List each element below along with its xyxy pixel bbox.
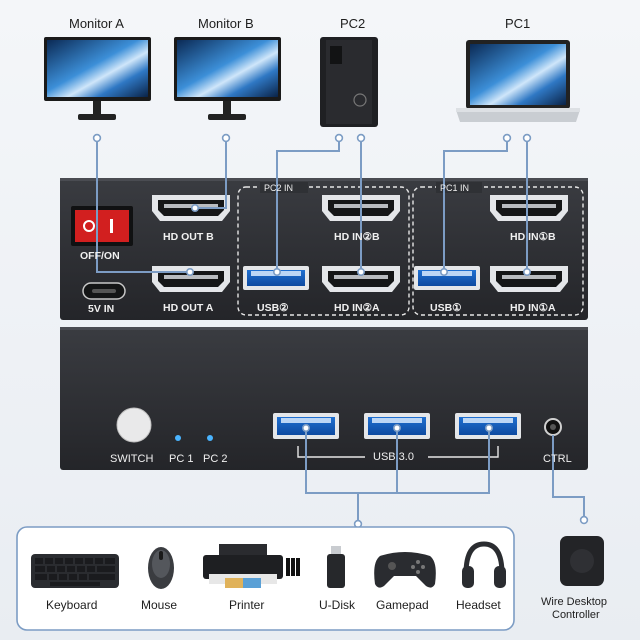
pc2-hd-in-a-label: HD IN②A [334,302,380,314]
pc2-led-label: PC 2 [203,453,228,465]
pc1-in-group [412,186,584,316]
monitor-b-icon [174,37,281,120]
pc2-usb-label: USB② [257,302,289,314]
peripheral-label-keyboard: Keyboard [46,598,98,612]
printer-icon [203,544,300,588]
pc1-in-label: PC1 IN [440,183,470,193]
headset-icon [462,541,506,588]
controller-label-line2: Controller [552,609,600,621]
usb-disk-icon [327,546,345,588]
switch-label: SWITCH [110,453,154,465]
pc1-led [175,435,181,441]
peripheral-label-udisk: U-Disk [319,598,355,612]
pc1-led-label: PC 1 [169,453,194,465]
power-switch-label: OFF/ON [80,250,120,262]
pc2-in-group [237,186,410,316]
peripheral-label-headset: Headset [456,598,501,612]
ctrl-label: CTRL [543,453,572,465]
hd-out-a-label: HD OUT A [163,302,214,314]
pc2-led [207,435,213,441]
peripheral-label-printer: Printer [229,598,265,612]
usb3-label: USB 3.0 [373,451,414,463]
pc2-label: PC2 [340,16,366,31]
pc1-usb-label: USB① [430,302,462,314]
peripheral-label-gamepad: Gamepad [376,598,429,612]
switch-button[interactable] [116,407,152,443]
hd-out-b-label: HD OUT B [163,231,214,243]
peripheral-label-mouse: Mouse [141,598,178,612]
laptop-icon [456,40,580,122]
pc1-hd-in-a-label: HD IN①A [510,302,556,314]
mouse-icon [148,547,174,589]
pc-tower-icon [320,37,378,127]
pc1-hd-in-b-label: HD IN①B [510,231,556,243]
monitor-a-label: Monitor A [69,16,124,31]
controller-label-line1: Wire Desktop [541,596,608,608]
monitor-a-icon [44,37,151,120]
pc2-hd-in-b-label: HD IN②B [334,231,380,243]
front-panel [60,327,588,470]
cables-lower [305,428,585,524]
pc1-label: PC1 [505,16,531,31]
pc2-in-label: PC2 IN [264,183,294,193]
power-in-label: 5V IN [88,303,115,315]
gamepad-icon [374,552,436,588]
power-switch [71,206,133,246]
monitor-b-label: Monitor B [198,16,254,31]
keyboard-icon [31,554,119,588]
wire-desktop-controller-icon [560,536,604,586]
